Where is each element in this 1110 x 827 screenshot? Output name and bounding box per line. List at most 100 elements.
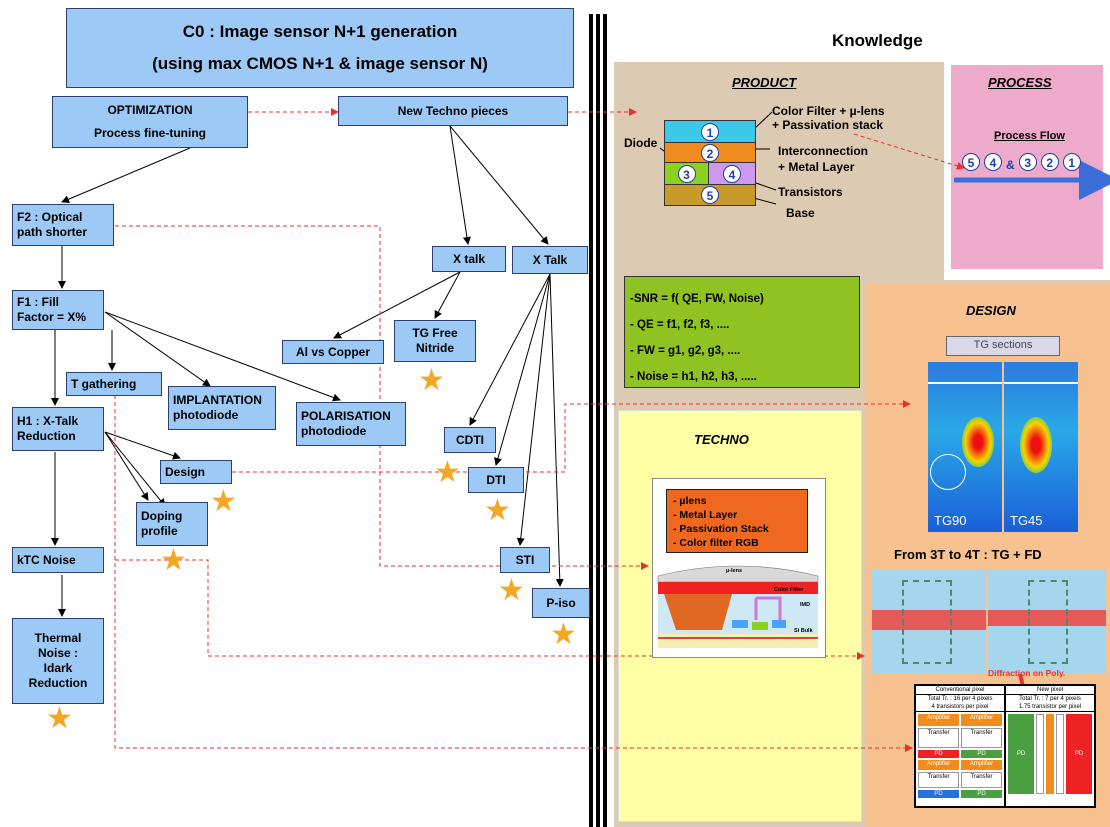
edge-nt-xtalk2 [449,125,549,245]
node-implantation: IMPLANTATION photodiode [168,386,276,430]
star-icon-dti: ★ [484,494,511,527]
product-title: PRODUCT [732,75,797,90]
process-flow-steps: 5 4 & 3 2 1 [962,152,1081,172]
from-3t-4t-label: From 3T to 4T : TG + FD [894,547,1042,562]
process-step-2: 2 [1040,153,1059,171]
node-design: Design [160,460,232,484]
node-f2: F2 : Optical path shorter [12,204,114,246]
edge-f1-impl [104,311,211,387]
formula-list: -SNR = f( QE, FW, Noise) - QE = f1, f2, … [630,286,764,390]
edge-xt1-al [333,271,461,339]
dash-design-tg [232,400,911,473]
node-sti: STI [500,547,550,573]
node-h1: H1 : X-Talk Reduction [12,407,104,451]
xsec-mulens-label: µ-lens [726,568,742,574]
label-color-filter: Color Filter + µ-lens [772,104,885,118]
process-step-3: 3 [1018,153,1037,171]
edge-xt1-tg [434,271,461,319]
node-optimization: OPTIMIZATION Process fine-tuning [52,96,248,148]
layer-2-badge: 2 [701,144,719,162]
node-xtalk-1: X talk [432,246,506,272]
layer-1-badge: 1 [701,123,719,141]
layout-4t-image [988,570,1106,674]
formula-snr: -SNR = f( QE, FW, Noise) [630,293,764,305]
separator-bar-3 [603,14,607,827]
edge-xt2-sti [516,273,551,546]
main-title-line2: (using max CMOS N+1 & image sensor N) [152,54,488,73]
pixel-comparison-table: Conventional pixel Total Tr. : 16 per 4 … [914,684,1096,808]
process-step-and: & [1006,158,1015,172]
layout-3t-image [872,570,986,674]
edge-h1-design [104,431,181,460]
layer-4-badge: 4 [723,165,741,183]
edge-opt-f2 [61,147,191,203]
techno-items-box: - µlens - Metal Layer - Passivation Stac… [666,489,808,553]
dash-product-process [853,133,965,170]
star-icon-cdti: ★ [434,456,461,489]
node-tg-free: TG Free Nitride [394,320,476,362]
node-cdti: CDTI [444,427,496,453]
node-ktc: kTC Noise [12,547,104,573]
xsec-si-label: Si Bulk [794,628,814,634]
node-new-techno: New Techno pieces [338,96,568,126]
tg45-label: TG45 [1010,513,1043,528]
node-dti: DTI [468,467,524,493]
star-icon-tg-free: ★ [418,364,445,397]
separator-bar-1 [589,14,593,827]
formula-noise: - Noise = h1, h2, h3, ..... [630,371,757,383]
tg90-label: TG90 [934,513,967,528]
label-diode: Diode [624,136,658,150]
star-icon-thermal: ★ [46,702,73,735]
separator-bar-2 [596,14,600,827]
node-doping: Doping profile [136,502,208,546]
process-step-1: 1 [1062,153,1081,171]
design-title: DESIGN [966,303,1016,318]
edge-xt2-dti [494,273,551,466]
node-al-copper: Al vs Copper [282,340,384,364]
layer-5-badge: 5 [701,186,719,204]
dash-ktc-3t4t [115,559,865,660]
star-icon-design: ★ [210,485,237,518]
edge-h1-doping [104,431,166,507]
star-icon-sti: ★ [498,574,525,607]
edge-nt-xtalk1 [449,125,471,245]
diffraction-label: Diffraction on Poly. [988,668,1066,678]
dash-tgath-pixel [114,388,913,752]
techno-cross-section: µ-lens Color Filter IMD Si Bulk [657,565,819,648]
formula-fw: - FW = g1, g2, g3, .... [630,345,741,357]
techno-title: TECHNO [694,432,749,447]
product-layer-stack: 1 2 3 4 5 [664,120,756,206]
process-title: PROCESS [988,75,1052,90]
xsec-imd-label: IMD [800,602,810,608]
xsec-color-label: Color Filter [774,587,804,593]
main-title-box: C0 : Image sensor N+1 generation (using … [66,8,574,88]
label-base: Base [786,206,815,220]
formula-panel [624,276,860,388]
label-interconnection: Interconnection [778,144,869,158]
node-thermal: Thermal Noise : Idark Reduction [12,618,104,704]
edge-h1-doping2 [104,431,149,501]
label-transistors: Transistors [778,185,843,199]
edge-xt2-piso [549,273,564,587]
node-xtalk-2: X Talk [512,246,588,274]
conventional-pixel-col: Conventional pixel Total Tr. : 16 per 4 … [916,686,1004,806]
layer-3-badge: 3 [677,165,696,183]
formula-qe: - QE = f1, f2, f3, .... [630,319,730,331]
star-icon-piso: ★ [550,618,577,651]
node-polarisation: POLARISATION photodiode [296,402,406,446]
node-piso: P-iso [532,588,590,618]
node-t-gathering: T gathering [66,372,162,396]
edge-f1-polar [104,311,341,402]
process-step-5: 5 [962,153,980,171]
label-metal-layer: + Metal Layer [778,160,855,174]
tg-sections-label: TG sections [946,336,1060,356]
edge-xt2-cdti [469,273,551,426]
process-flow-label: Process Flow [994,130,1065,142]
label-passivation: + Passivation stack [772,118,884,132]
star-icon-doping: ★ [160,544,187,577]
process-step-4: 4 [984,153,1002,171]
new-pixel-col: New pixel Total Tr. : 7 per 4 pixels 1.7… [1006,686,1094,806]
tg45-image: TG45 [1004,362,1078,532]
main-title-line1: C0 : Image sensor N+1 generation [182,21,458,41]
node-f1: F1 : Fill Factor = X% [12,290,104,330]
